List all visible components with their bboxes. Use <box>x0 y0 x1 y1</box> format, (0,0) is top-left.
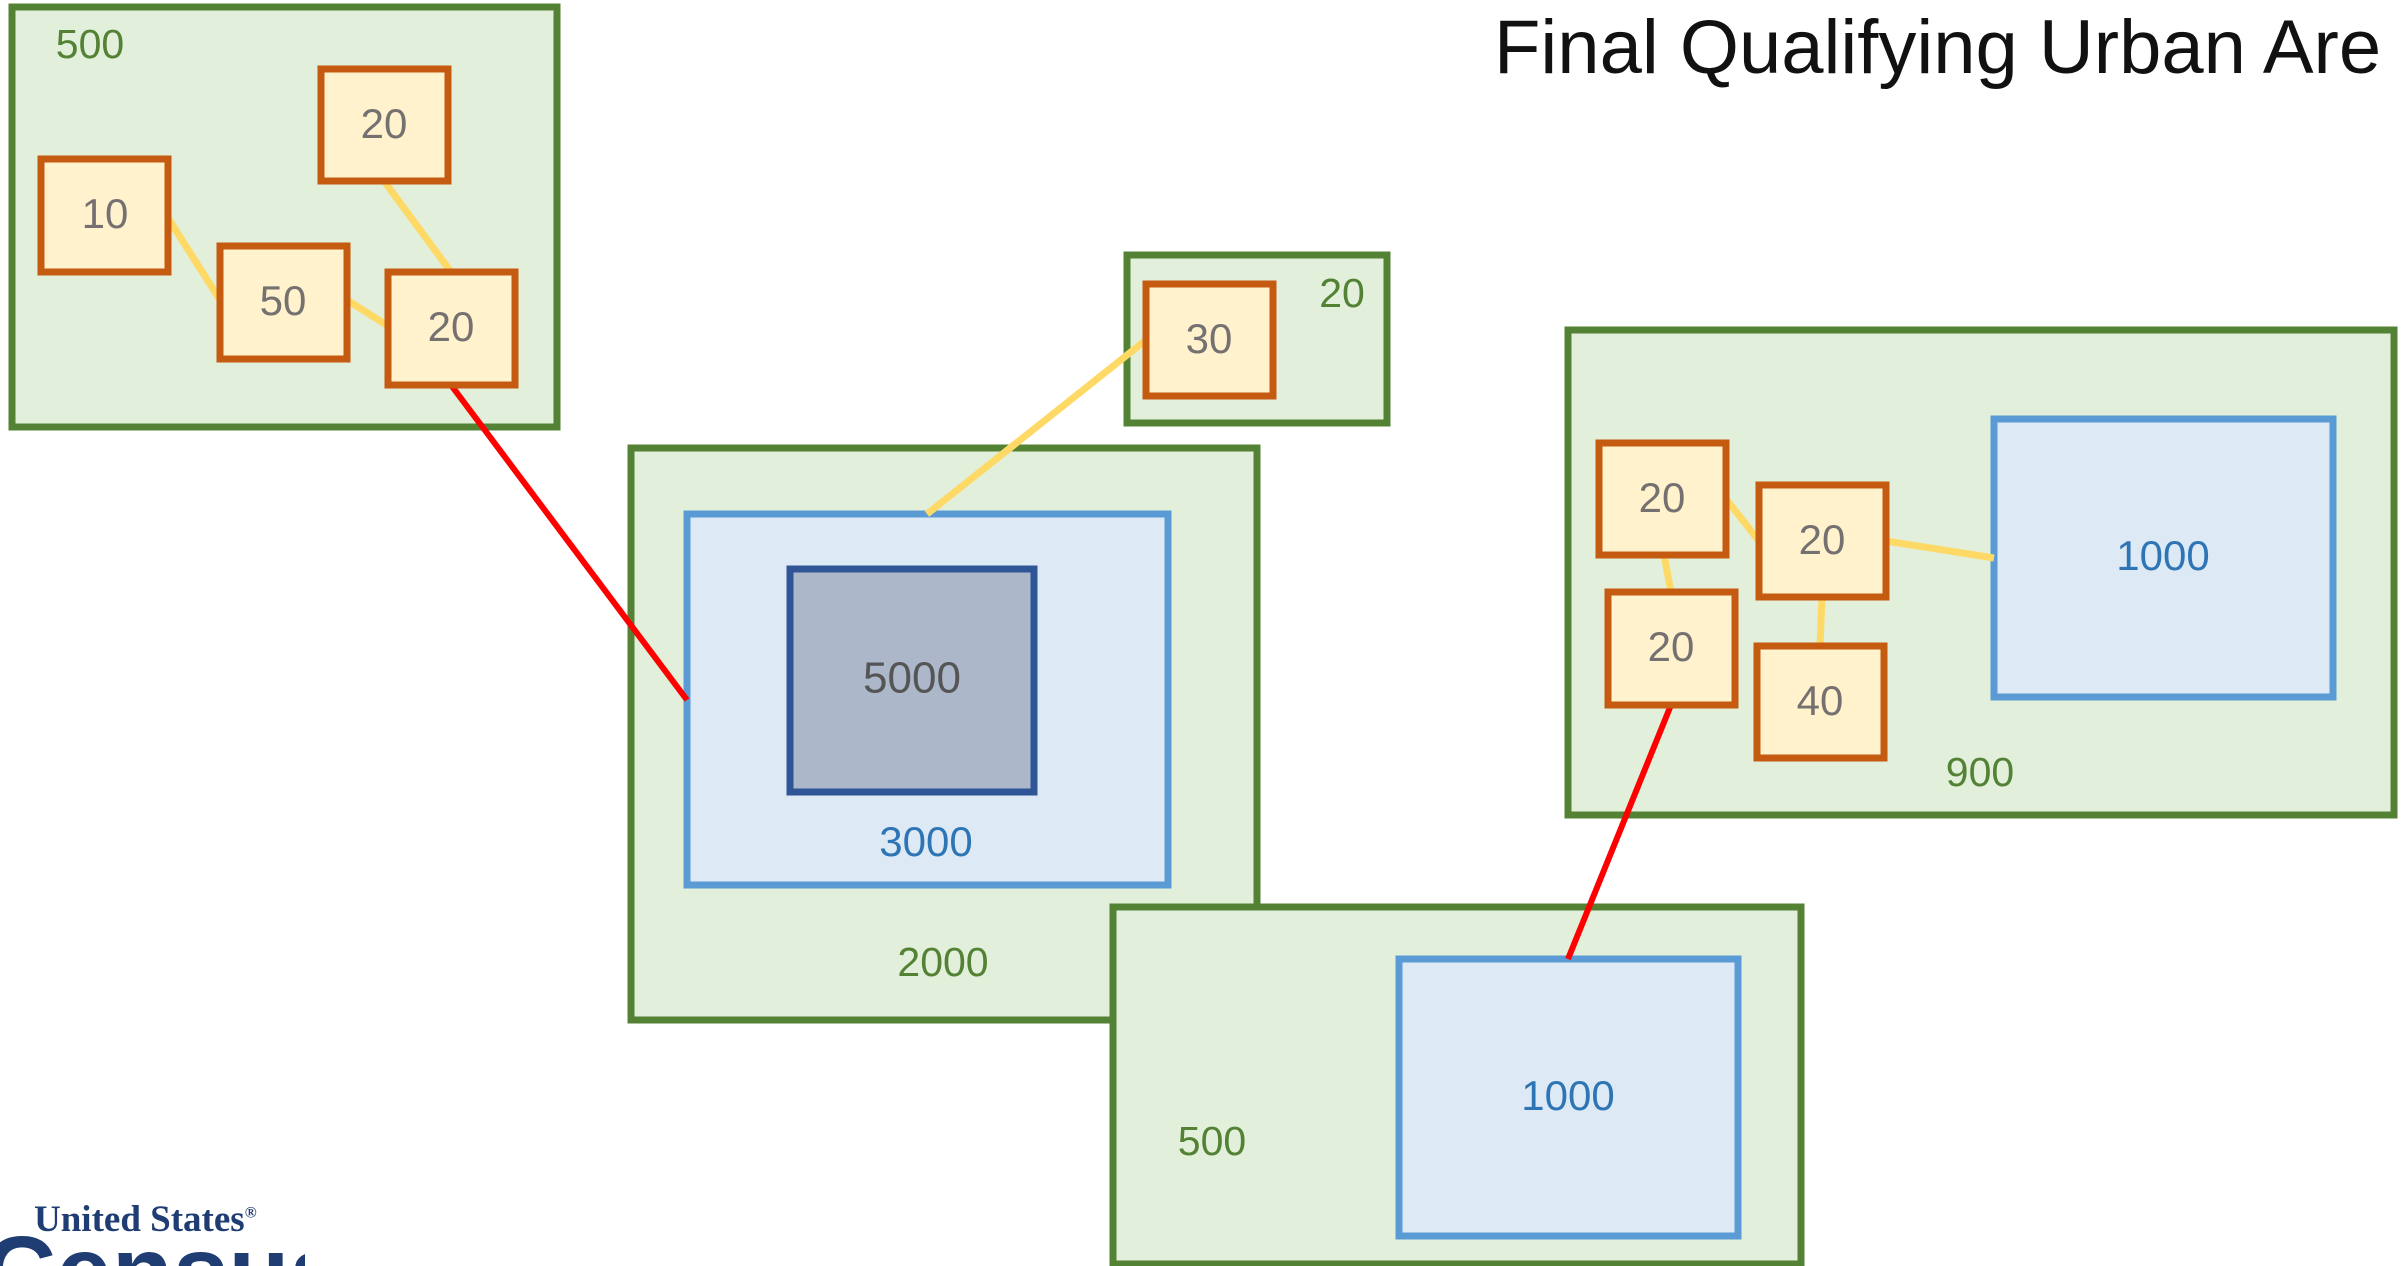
logo-top-text: United States® <box>34 1199 257 1240</box>
block-label: 20 <box>1639 474 1686 521</box>
core-area-label: 5000 <box>863 654 961 703</box>
blue-area-label: 3000 <box>879 818 972 865</box>
core-area-c1 <box>786 565 1038 796</box>
blue-area-b2 <box>1990 415 2337 701</box>
green-area-label: 500 <box>1178 1118 1246 1164</box>
hop-link <box>1723 496 1762 544</box>
block-label: 30 <box>1186 315 1233 362</box>
jump-link <box>448 383 690 702</box>
block-label: 20 <box>1799 516 1846 563</box>
block-o1 <box>37 155 172 276</box>
blue-area-b3 <box>1395 955 1742 1240</box>
block-o7 <box>1755 481 1890 601</box>
block-o6 <box>1595 439 1730 559</box>
hop-link <box>1816 596 1826 647</box>
hop-link <box>1885 537 1995 562</box>
block-o9 <box>1753 642 1888 762</box>
block-label: 10 <box>82 190 129 237</box>
block-o2 <box>317 65 452 185</box>
block-label: 40 <box>1797 677 1844 724</box>
block-o8 <box>1604 588 1739 709</box>
hop-link <box>1660 554 1675 593</box>
green-area-label: 2000 <box>897 939 988 985</box>
jump-link <box>1565 703 1674 961</box>
hop-link <box>165 216 223 302</box>
hop-link <box>924 337 1149 517</box>
block-label: 50 <box>260 277 307 324</box>
hop-link <box>345 297 390 329</box>
page-title: Final Qualifying Urban Are <box>1494 5 2382 90</box>
logo-big-text: Census <box>0 1222 305 1266</box>
block-o5 <box>1142 280 1277 400</box>
block-o3 <box>216 242 351 363</box>
block-label: 20 <box>361 100 408 147</box>
green-area-label: 500 <box>56 21 124 67</box>
blue-area-label: 1000 <box>1521 1072 1614 1119</box>
green-area-label: 20 <box>1319 270 1365 316</box>
block-o4 <box>384 268 519 389</box>
green-area-label: 900 <box>1946 749 2014 795</box>
hop-link <box>381 178 454 275</box>
blue-area-label: 1000 <box>2116 532 2209 579</box>
block-label: 20 <box>1648 623 1695 670</box>
block-label: 20 <box>428 303 475 350</box>
census-logo: United States® Census <box>0 1150 305 1266</box>
